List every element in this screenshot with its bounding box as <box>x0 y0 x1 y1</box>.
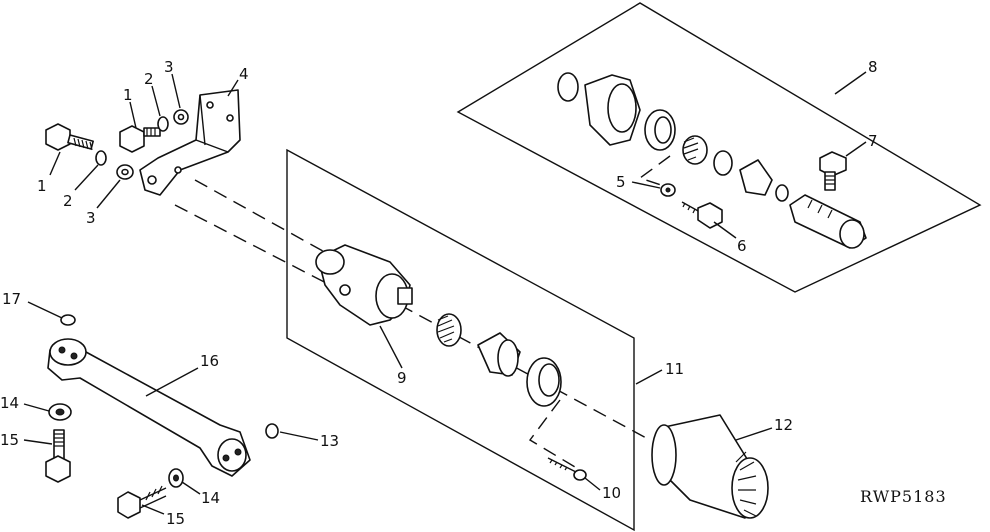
callout-13: 13 <box>320 432 339 450</box>
callout-11: 11 <box>665 360 684 378</box>
ring-part-13 <box>265 423 279 439</box>
sleeve-part-in-panel-11 <box>477 332 521 377</box>
bolt-part-15-left <box>45 429 71 483</box>
bolt-part-1-left <box>45 123 94 151</box>
bolt-part-6 <box>681 201 723 229</box>
callout-1-upper: 1 <box>123 86 133 104</box>
snap-ring-part-in-panel-8 <box>557 72 579 102</box>
panel-8-parts <box>557 72 867 249</box>
snap-ring-part-17 <box>60 314 76 326</box>
nut-part-14-lower <box>168 468 184 488</box>
sleeve-part-in-panel-8 <box>739 159 773 196</box>
bolt-part-15-lower <box>117 485 167 519</box>
lock-washer-part-2-upper <box>157 116 169 132</box>
spring-part-in-panel-11 <box>436 313 462 347</box>
callout-5: 5 <box>616 173 626 191</box>
callout-10: 10 <box>602 484 621 502</box>
alignment-line-1 <box>174 204 331 286</box>
alignment-line-2 <box>194 179 331 256</box>
callout-17: 17 <box>2 290 21 308</box>
callout-3-left: 3 <box>86 209 96 227</box>
bracket-group <box>45 89 241 196</box>
spring-part-in-panel-8 <box>682 135 708 165</box>
bolt-part-7 <box>819 151 847 191</box>
alignment-line-4 <box>528 399 581 471</box>
filter-element-part-12 <box>651 414 769 519</box>
bracket-part-4 <box>139 89 241 196</box>
callout-16: 16 <box>200 352 219 370</box>
lever-part-16 <box>47 338 251 477</box>
callout-9: 9 <box>397 369 407 387</box>
alignment-line-5 <box>638 155 671 189</box>
callout-6: 6 <box>737 237 747 255</box>
callout-12: 12 <box>774 416 793 434</box>
leader-lines <box>23 71 867 515</box>
screw-part-10 <box>547 457 587 481</box>
panel-assembly-8 <box>456 2 982 293</box>
washer-part-in-panel-8 <box>713 150 733 176</box>
callout-4: 4 <box>239 65 249 83</box>
valve-body-part-9 <box>315 244 413 326</box>
callout-15-left: 15 <box>0 431 19 449</box>
callout-15-lower: 15 <box>166 510 185 528</box>
callout-1-left: 1 <box>37 177 47 195</box>
callout-14-lower: 14 <box>201 489 220 507</box>
snap-ring-part-in-panel-11 <box>526 357 562 407</box>
callout-2-upper: 2 <box>144 70 154 88</box>
nut-part-14-left <box>48 403 72 421</box>
figure-code: RWP5183 <box>860 487 947 506</box>
bolt-part-1-upper <box>119 125 161 153</box>
callout-2-left: 2 <box>63 192 73 210</box>
lock-washer-part-2-left <box>95 150 107 166</box>
callout-8: 8 <box>868 58 878 76</box>
panel-assembly-11 <box>286 148 635 532</box>
callout-3-upper: 3 <box>164 58 174 76</box>
linkage-group <box>45 314 279 519</box>
callout-14-left: 14 <box>0 394 19 412</box>
callout-7: 7 <box>868 132 878 150</box>
callouts: 1 2 3 1 2 3 4 5 6 7 8 9 10 11 12 13 14 1… <box>0 58 878 528</box>
